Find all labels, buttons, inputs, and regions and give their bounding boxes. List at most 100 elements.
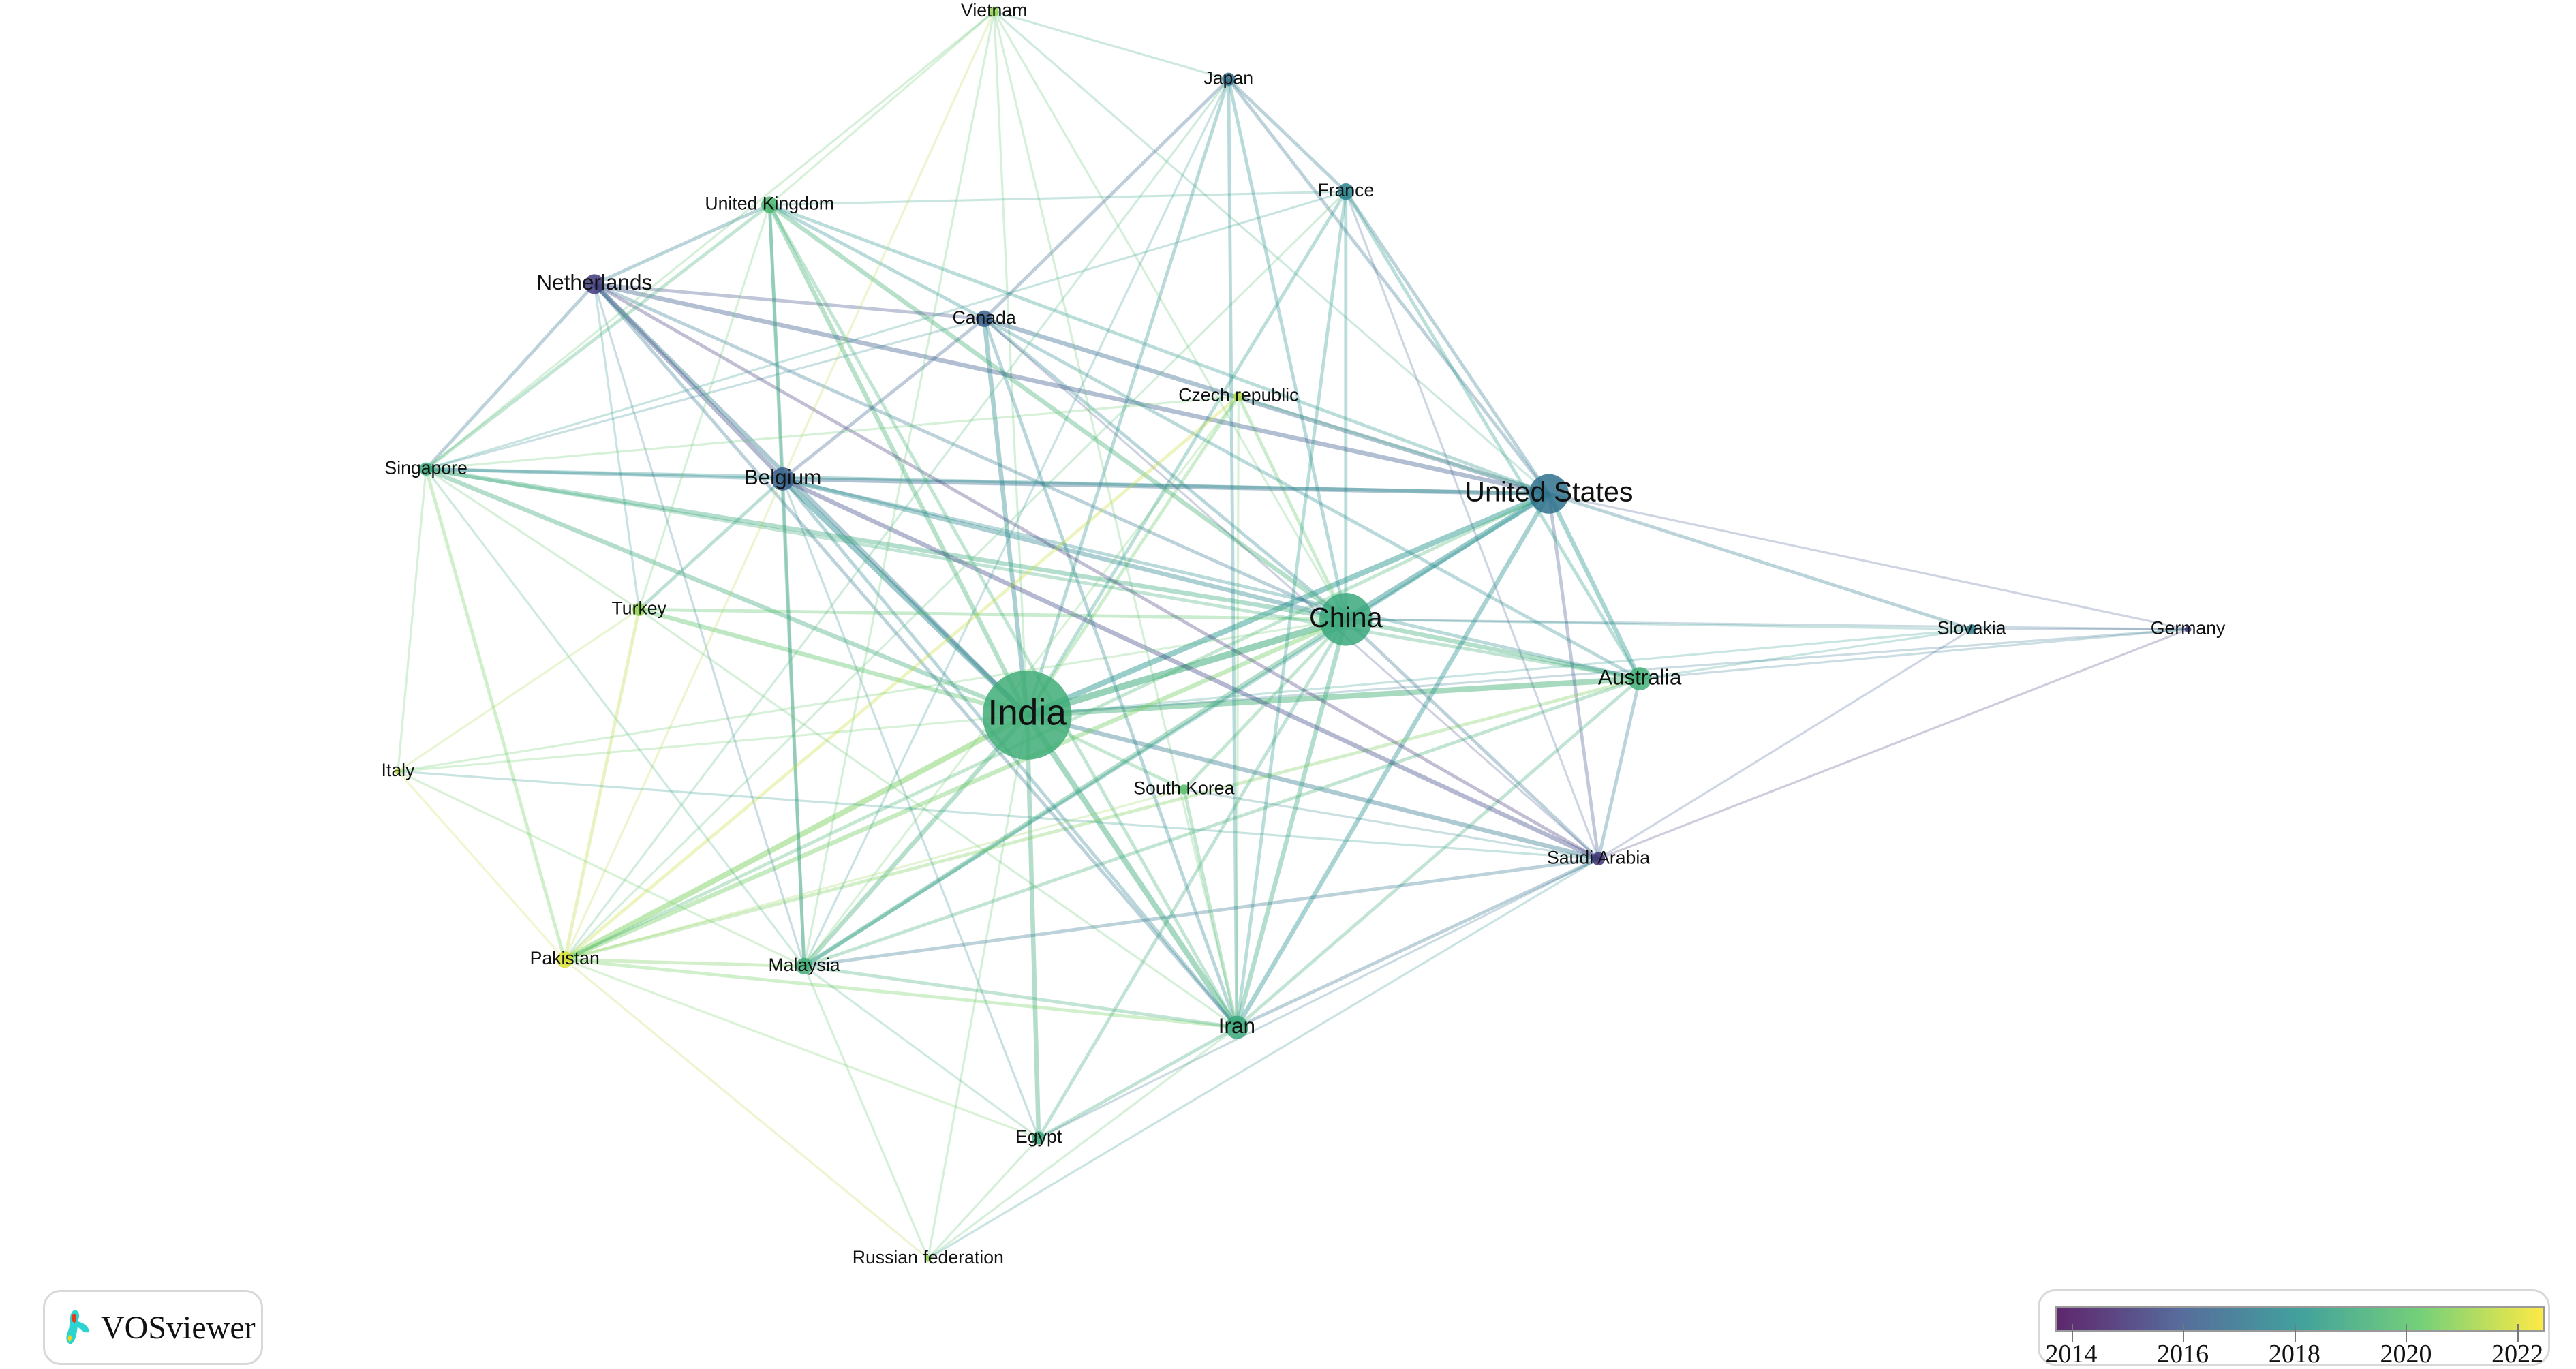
link-australia-germany xyxy=(1639,628,2188,680)
node-czech-republic[interactable] xyxy=(1233,391,1244,401)
node-japan[interactable] xyxy=(1222,72,1236,87)
link-belgium-singapore xyxy=(426,467,783,481)
link-united-kingdom-iran xyxy=(768,204,1238,1028)
node-turkey[interactable] xyxy=(632,602,646,617)
node-label-japan[interactable]: Japan xyxy=(1203,67,1253,88)
vosviewer-logo-icon xyxy=(66,1310,89,1344)
node-label-germany[interactable]: Germany xyxy=(2151,617,2226,638)
link-france-pakistan xyxy=(564,191,1347,961)
link-italy-saudi-arabia xyxy=(397,770,1599,860)
link-united-kingdom-turkey xyxy=(638,204,771,610)
node-label-south-korea[interactable]: South Korea xyxy=(1133,778,1234,799)
link-india-saudi-arabia xyxy=(1026,713,1599,861)
link-malaysia-egypt xyxy=(803,965,1040,1139)
link-netherlands-turkey xyxy=(593,283,641,610)
link-china-slovakia xyxy=(1345,618,1972,631)
node-label-italy[interactable]: Italy xyxy=(382,760,416,780)
node-france[interactable] xyxy=(1337,183,1354,200)
node-label-egypt[interactable]: Egypt xyxy=(1015,1126,1062,1147)
link-france-singapore xyxy=(425,190,1347,470)
link-china-belgium xyxy=(782,476,1347,622)
link-india-netherlands xyxy=(592,282,1029,717)
link-vietnam-malaysia xyxy=(803,11,996,967)
link-united-states-vietnam xyxy=(993,10,1550,495)
link-iran-saudi-arabia xyxy=(1236,857,1599,1029)
node-label-china[interactable]: China xyxy=(1309,602,1383,633)
node-australia[interactable] xyxy=(1628,667,1652,691)
legend-tick-label: 2022 xyxy=(2491,1340,2544,1368)
link-united-states-netherlands xyxy=(594,281,1550,496)
link-china-canada xyxy=(983,317,1347,621)
link-egypt-russian-federation xyxy=(927,1137,1040,1259)
legend-tick xyxy=(2517,1324,2519,1342)
node-label-russian-federation[interactable]: Russian federation xyxy=(853,1247,1004,1267)
link-south-korea-saudi-arabia xyxy=(1184,788,1599,860)
link-united-states-belgium xyxy=(782,476,1549,496)
link-india-turkey xyxy=(638,607,1028,718)
node-label-singapore[interactable]: Singapore xyxy=(384,457,467,478)
node-label-pakistan[interactable]: Pakistan xyxy=(530,948,600,968)
node-label-india[interactable]: India xyxy=(987,693,1067,733)
link-china-japan xyxy=(1227,78,1348,620)
node-singapore[interactable] xyxy=(419,462,433,476)
link-india-vietnam xyxy=(993,11,1028,716)
node-label-czech-republic[interactable]: Czech republic xyxy=(1178,385,1298,405)
node-germany[interactable] xyxy=(2184,626,2192,633)
link-netherlands-united-kingdom xyxy=(594,203,771,286)
link-netherlands-iran xyxy=(593,283,1238,1029)
link-india-france xyxy=(1026,190,1347,716)
node-label-canada[interactable]: Canada xyxy=(952,307,1015,328)
link-australia-canada xyxy=(983,317,1641,681)
node-malaysia[interactable] xyxy=(795,957,813,974)
node-label-slovakia[interactable]: Slovakia xyxy=(1937,617,2006,638)
link-china-pakistan xyxy=(564,617,1347,962)
link-vietnam-iran xyxy=(993,11,1238,1028)
node-label-united-kingdom[interactable]: United Kingdom xyxy=(705,194,834,214)
link-belgium-canada xyxy=(782,317,985,480)
link-pakistan-iran xyxy=(564,957,1238,1029)
node-canada[interactable] xyxy=(976,310,993,327)
node-egypt[interactable] xyxy=(1032,1131,1045,1145)
node-label-netherlands[interactable]: Netherlands xyxy=(536,270,652,294)
link-india-russian-federation xyxy=(927,715,1028,1259)
node-label-united-states[interactable]: United States xyxy=(1465,476,1633,508)
link-china-czech-republic xyxy=(1237,395,1347,620)
node-russian-federation[interactable] xyxy=(924,1255,932,1262)
link-saudi-arabia-slovakia xyxy=(1597,628,1972,860)
node-china[interactable] xyxy=(1319,593,1373,646)
node-label-malaysia[interactable]: Malaysia xyxy=(768,955,840,975)
node-label-turkey[interactable]: Turkey xyxy=(612,598,667,618)
node-india[interactable] xyxy=(982,671,1072,760)
link-france-saudi-arabia xyxy=(1345,191,1600,859)
node-label-saudi-arabia[interactable]: Saudi Arabia xyxy=(1547,847,1650,867)
node-netherlands[interactable] xyxy=(584,274,604,294)
link-china-united-kingdom xyxy=(768,202,1347,621)
node-united-states[interactable] xyxy=(1529,474,1569,514)
node-label-australia[interactable]: Australia xyxy=(1598,664,1682,689)
node-iran[interactable] xyxy=(1225,1015,1248,1039)
link-canada-iran xyxy=(982,318,1239,1028)
link-india-japan xyxy=(1025,78,1231,716)
link-united-states-slovakia xyxy=(1548,492,1972,631)
node-saudi-arabia[interactable] xyxy=(1591,852,1606,866)
link-russian-federation-saudi-arabia xyxy=(927,857,1599,1260)
node-slovakia[interactable] xyxy=(1966,624,1977,634)
node-south-korea[interactable] xyxy=(1179,784,1189,795)
node-pakistan[interactable] xyxy=(556,951,573,968)
node-label-vietnam[interactable]: Vietnam xyxy=(961,0,1027,20)
link-india-china xyxy=(1026,616,1347,719)
link-china-saudi-arabia xyxy=(1345,618,1600,861)
link-china-australia xyxy=(1345,617,1640,681)
link-egypt-saudi-arabia xyxy=(1038,857,1599,1139)
node-label-france[interactable]: France xyxy=(1317,180,1374,200)
link-australia-belgium xyxy=(782,477,1640,681)
node-label-belgium[interactable]: Belgium xyxy=(744,465,822,489)
node-italy[interactable] xyxy=(395,768,401,775)
node-united-kingdom[interactable] xyxy=(761,196,778,213)
node-label-iran[interactable]: Iran xyxy=(1218,1013,1255,1038)
node-belgium[interactable] xyxy=(771,467,795,491)
node-vietnam[interactable] xyxy=(989,6,999,17)
link-singapore-malaysia xyxy=(425,468,806,967)
